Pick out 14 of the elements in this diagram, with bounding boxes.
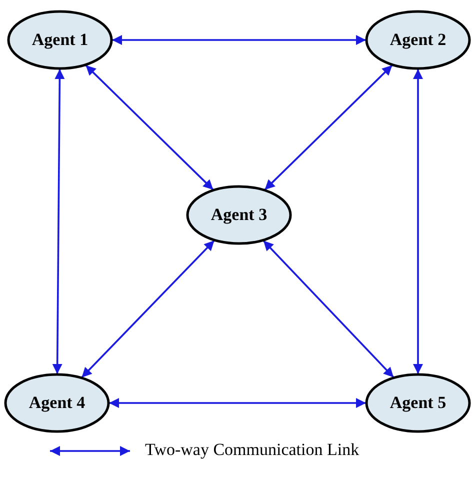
two-way-arrow [413,69,423,374]
agent-label: Agent 4 [28,393,86,413]
agent-label: Agent 1 [32,30,88,50]
two-way-arrow [81,240,215,378]
two-way-arrow [264,64,393,190]
two-way-arrow [262,240,394,378]
two-way-arrow [109,398,366,408]
agent-label: Agent 2 [390,30,446,50]
two-way-arrow [85,64,214,190]
legend-text: Two-way Communication Link [145,440,360,460]
two-way-arrow [52,69,65,374]
agent-label: Agent 5 [390,393,446,413]
two-way-arrow [112,35,366,45]
agent-label: Agent 3 [210,205,268,225]
